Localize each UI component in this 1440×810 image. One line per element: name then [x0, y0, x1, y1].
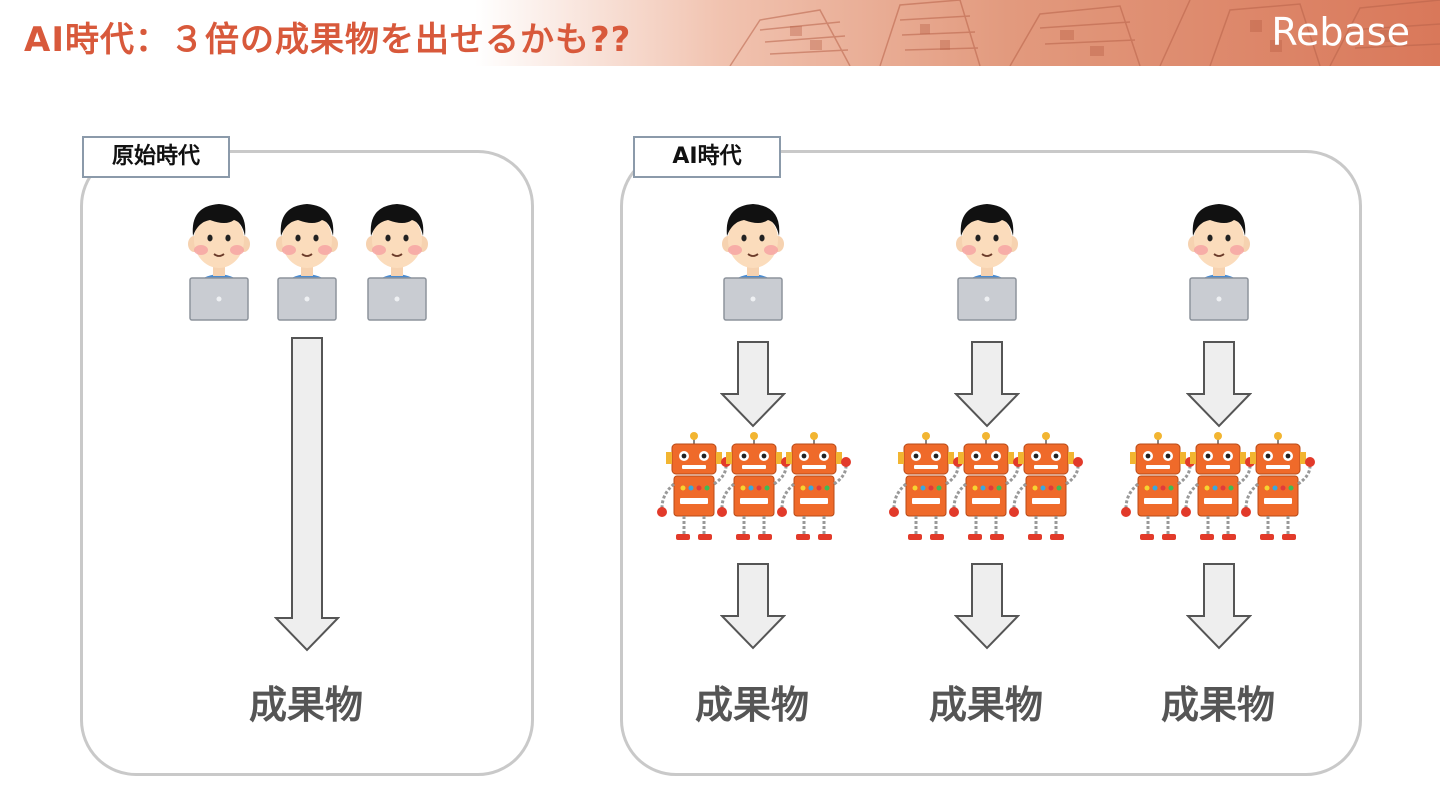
brand-logo: Rebase — [1271, 10, 1410, 54]
output-label: 成果物 — [672, 674, 832, 729]
down-arrow-icon — [1186, 340, 1252, 430]
output-label: 成果物 — [1138, 674, 1298, 729]
output-label: 成果物 — [226, 674, 386, 729]
orange-robot-icon — [776, 432, 852, 542]
orange-robot-icon — [1008, 432, 1084, 542]
person-with-laptop-icon — [1186, 200, 1252, 324]
person-with-laptop-icon — [720, 200, 786, 324]
down-arrow-icon — [720, 562, 786, 652]
page-title: AI時代：３倍の成果物を出せるかも?? — [24, 12, 631, 61]
person-with-laptop-icon — [954, 200, 1020, 324]
person-with-laptop-icon — [186, 200, 252, 324]
down-arrow-icon — [1186, 562, 1252, 652]
down-arrow-icon — [274, 336, 340, 652]
person-with-laptop-icon — [364, 200, 430, 324]
down-arrow-icon — [954, 562, 1020, 652]
down-arrow-icon — [954, 340, 1020, 430]
person-with-laptop-icon — [274, 200, 340, 324]
header-banner: AI時代：３倍の成果物を出せるかも?? Rebase — [0, 0, 1440, 66]
primitive-era-label: 原始時代 — [82, 136, 230, 178]
output-label: 成果物 — [906, 674, 1066, 729]
orange-robot-icon — [1240, 432, 1316, 542]
down-arrow-icon — [720, 340, 786, 430]
ai-era-label: AI時代 — [633, 136, 781, 178]
